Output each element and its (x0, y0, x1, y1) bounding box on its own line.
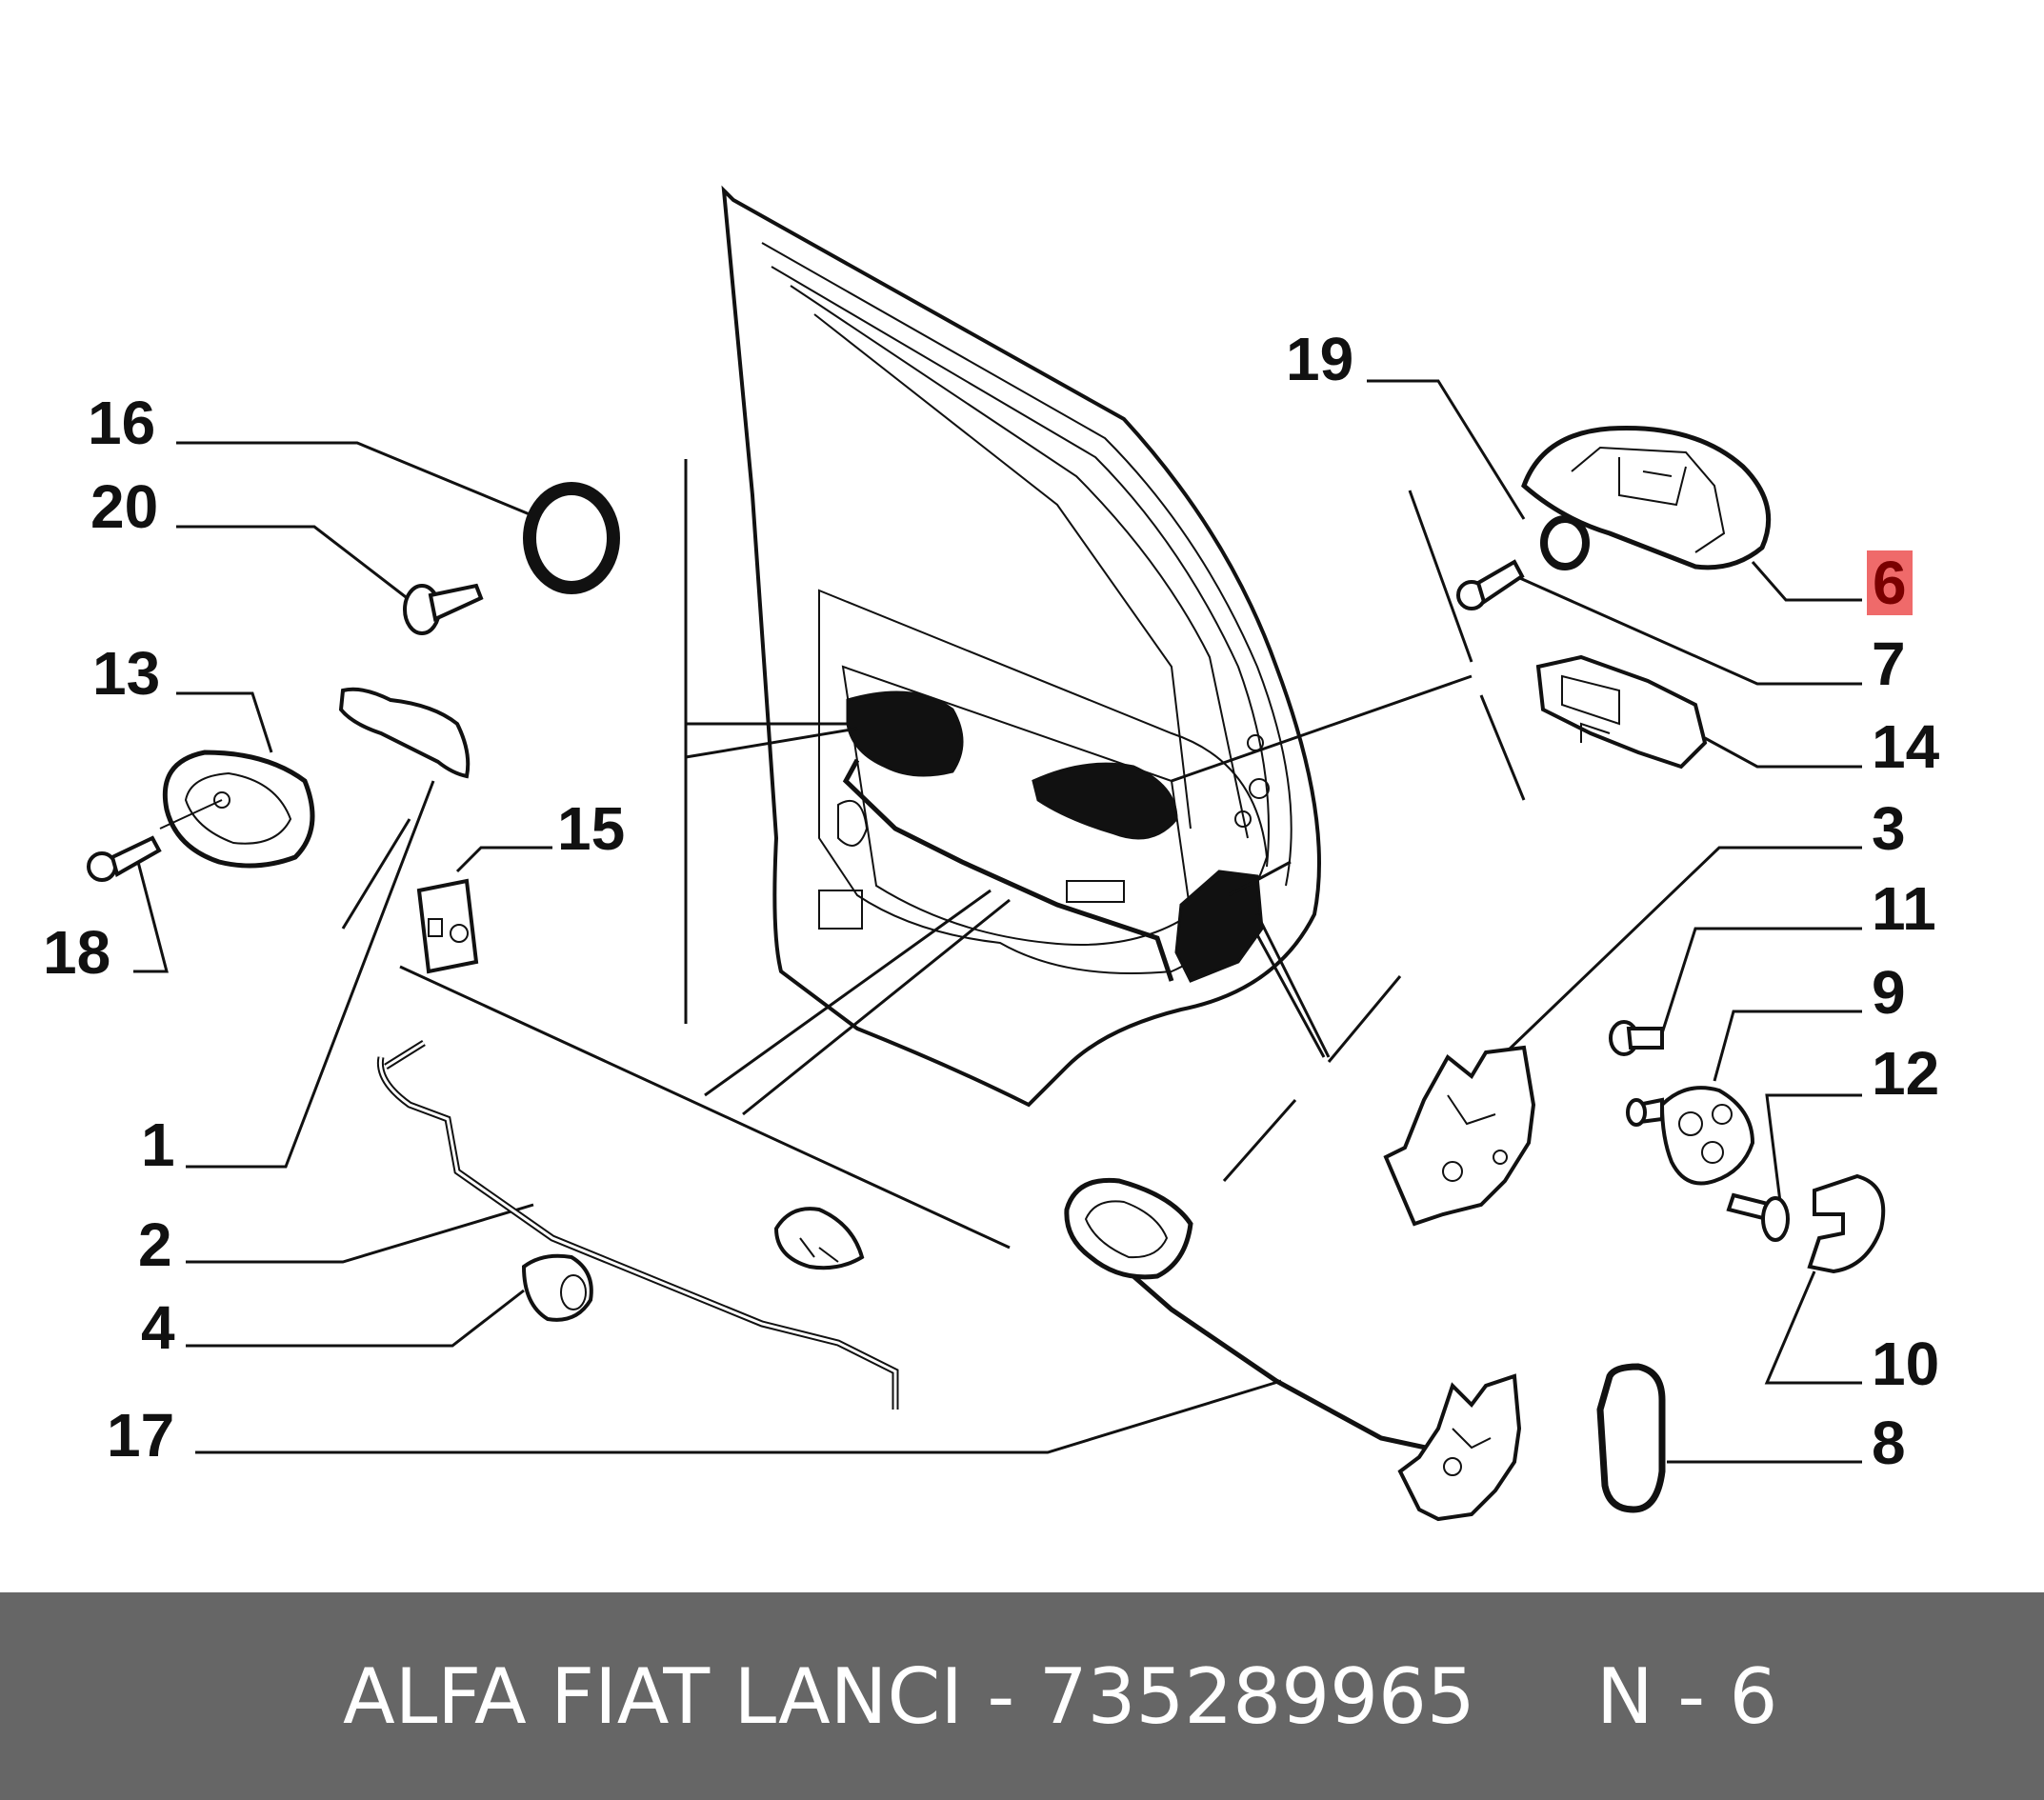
callout-10: 10 (1872, 1330, 1940, 1398)
callout-17: 17 (107, 1401, 175, 1470)
callout-6: 6 (1867, 550, 1913, 615)
callout-18: 18 (43, 918, 111, 987)
part-3-lock (1383, 1045, 1536, 1227)
callout-2: 2 (138, 1210, 172, 1279)
footer-bar: ALFA FIAT LANCI - 735289965 N - 6 (0, 1592, 2044, 1800)
callout-14: 14 (1872, 712, 1940, 781)
callout-8: 8 (1872, 1409, 1906, 1477)
door-panel (721, 185, 1321, 1108)
part-17-outer-handle (1064, 1177, 1449, 1455)
diagram-drawing (87, 185, 1886, 1522)
callout-12: 12 (1872, 1039, 1940, 1108)
part-20-pin (403, 583, 484, 635)
callout-3: 3 (1872, 794, 1906, 863)
callout-9: 9 (1872, 958, 1906, 1027)
part-6-handle-body (1521, 426, 1772, 570)
callout-1: 1 (141, 1110, 175, 1179)
callout-7: 7 (1872, 630, 1906, 698)
callout-11: 11 (1872, 874, 1936, 943)
callout-20: 20 (90, 472, 159, 541)
part-7-screw (1456, 559, 1525, 610)
part-1-handle-grip (338, 687, 471, 779)
callout-15: 15 (557, 794, 626, 863)
part-13-inner-handle (159, 750, 315, 869)
callout-13: 13 (92, 639, 161, 708)
footer-caption: ALFA FIAT LANCI - 735289965 N - 6 (343, 1651, 1778, 1741)
leader-lines (133, 379, 1862, 1464)
part-18-screw (87, 835, 162, 882)
part-4-clip (521, 1253, 593, 1322)
part-14-bracket (1535, 654, 1708, 770)
part-11-bolt (1609, 1020, 1664, 1056)
part-9-striker (1626, 1086, 1755, 1186)
part-2-rod (376, 1040, 899, 1410)
part-12-screw (1726, 1192, 1790, 1242)
parts-diagram: 16 20 13 18 15 1 2 4 17 19 6 7 14 3 11 9… (43, 185, 1940, 1522)
callout-4: 4 (141, 1293, 175, 1362)
callout-16: 16 (88, 389, 156, 457)
part-19-washer (1540, 515, 1590, 570)
part-10-shim (1807, 1173, 1886, 1274)
part-clip-cover (773, 1207, 865, 1270)
part-8-grommet (1596, 1363, 1666, 1513)
part-lower-lock (1397, 1373, 1522, 1522)
callout-19: 19 (1286, 325, 1354, 393)
part-16-grommet (523, 482, 620, 594)
part-15-pad (416, 878, 479, 974)
guide-lines (341, 459, 1526, 1250)
